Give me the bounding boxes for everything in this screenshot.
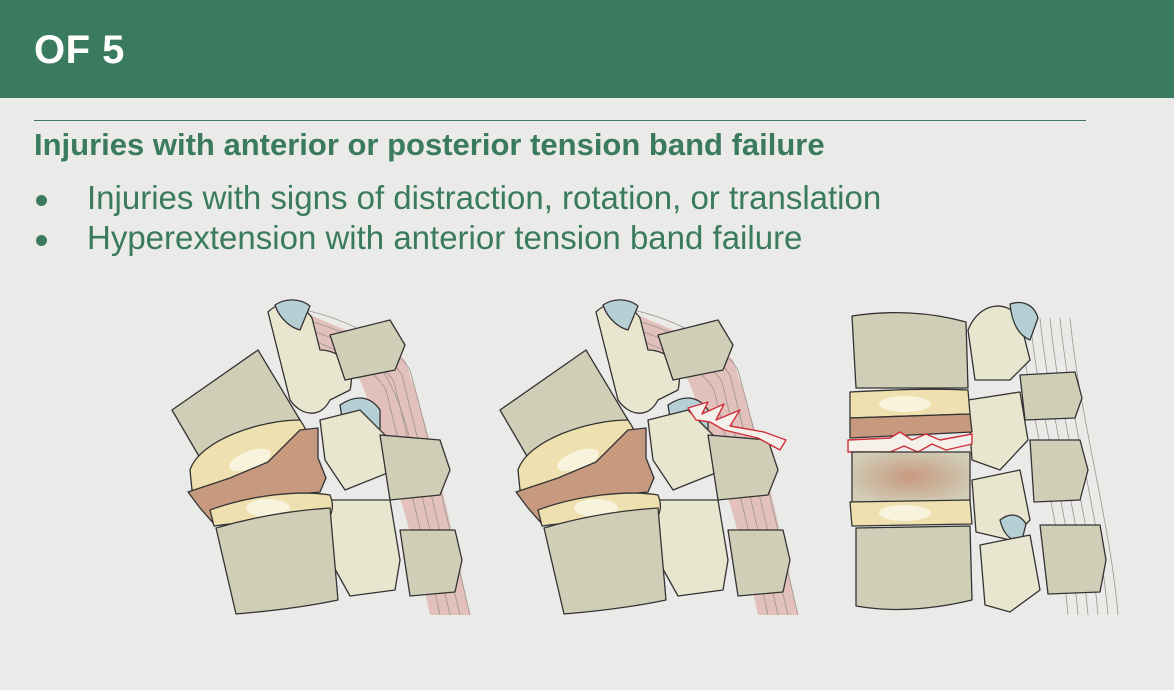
bullet-icon bbox=[36, 195, 47, 206]
bullet-icon bbox=[36, 235, 47, 246]
fracture-left-icon bbox=[171, 299, 471, 616]
page-title: OF 5 bbox=[34, 28, 125, 72]
bullet-item: Hyperextension with anterior tension ban… bbox=[34, 218, 881, 258]
fracture-middle-icon bbox=[499, 299, 799, 616]
header-bar: OF 5 bbox=[0, 0, 1174, 98]
bullet-text: Hyperextension with anterior tension ban… bbox=[87, 219, 803, 256]
section-title: Injuries with anterior or posterior tens… bbox=[34, 127, 825, 162]
bullet-list: Injuries with signs of distraction, rota… bbox=[34, 178, 881, 258]
section-divider bbox=[34, 120, 1086, 121]
bullet-text: Injuries with signs of distraction, rota… bbox=[87, 179, 882, 216]
bullet-item: Injuries with signs of distraction, rota… bbox=[34, 178, 881, 218]
fracture-right-icon bbox=[847, 301, 1119, 616]
